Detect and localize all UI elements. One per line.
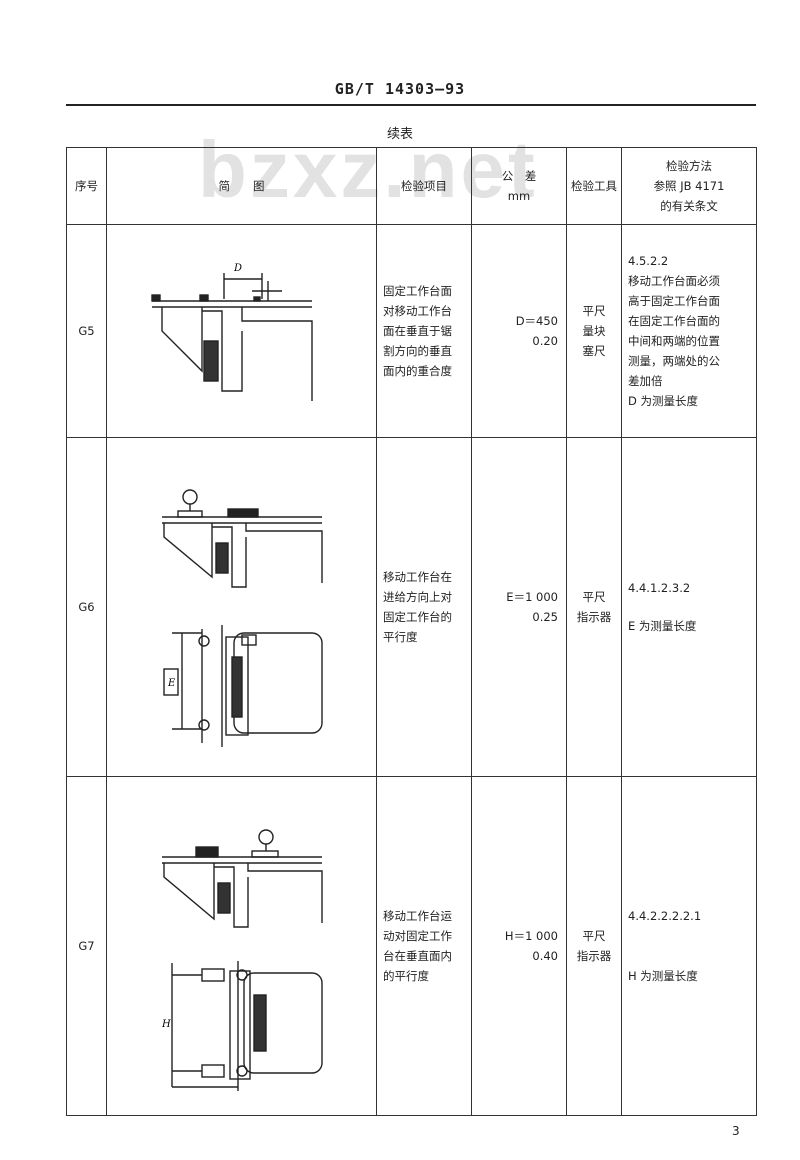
item-line: 台在垂直面内 xyxy=(383,949,452,963)
dim-label-h: H xyxy=(161,1019,171,1030)
tool-line: 指示器 xyxy=(576,610,612,624)
tool-line: 量块 xyxy=(582,323,606,338)
row-number: G7 xyxy=(66,776,107,1116)
method-line: E 为测量长度 xyxy=(628,619,697,633)
method-line: 高于固定工作台面 xyxy=(628,293,720,308)
table-row: G6 xyxy=(66,437,757,777)
tool-line: 平尺 xyxy=(582,928,606,943)
item-line: 固定工作台面 xyxy=(383,283,452,298)
tolerance-unit: mm xyxy=(507,189,531,203)
method-line: 移动工作台面必须 xyxy=(628,273,720,288)
tolerance-amount: 0.25 xyxy=(532,610,558,624)
row-number: G6 xyxy=(66,437,107,777)
method-line: 4.5.2.2 xyxy=(628,253,669,268)
sketch-g7: H xyxy=(161,829,323,1091)
item-line: 移动工作台在 xyxy=(383,569,452,584)
item-line: 对移动工作台 xyxy=(383,303,452,318)
col-header-item: 检验项目 xyxy=(376,147,472,225)
item-line: 平行度 xyxy=(383,630,418,645)
method-header-line: 的有关条文 xyxy=(660,199,718,214)
inspection-tool: 平尺 指示器 xyxy=(566,776,622,1116)
method-line: H 为测量长度 xyxy=(628,969,698,983)
table-row: G7 xyxy=(66,776,757,1116)
col-header-method: 检验方法 参照 JB 4171 的有关条文 xyxy=(621,147,757,225)
tool-line: 平尺 xyxy=(582,303,606,318)
tool-line: 平尺 xyxy=(582,589,606,604)
table-row: G5 xyxy=(66,224,757,438)
item-line: 固定工作台的 xyxy=(383,610,452,624)
method-header-line: 检验方法 xyxy=(666,158,712,173)
spacer xyxy=(628,598,750,616)
tolerance-label: 公 差 xyxy=(501,168,537,183)
row-number: G5 xyxy=(66,224,107,438)
tolerance-amount: 0.20 xyxy=(532,334,558,348)
inspection-tool: 平尺 指示器 xyxy=(566,437,622,777)
item-line: 的平行度 xyxy=(383,969,429,984)
spacer xyxy=(628,926,750,966)
inspection-item: 移动工作台在 进给方向上对 固定工作台的 平行度 xyxy=(376,437,472,777)
inspection-method: 4.4.2.2.2.2.1 H 为测量长度 xyxy=(621,776,757,1116)
sketch-g6: E xyxy=(161,489,323,747)
diagram-g7: H xyxy=(106,776,377,1116)
tolerance-value: D＝450 0.20 xyxy=(471,224,567,438)
method-line: 4.4.2.2.2.2.1 xyxy=(628,908,702,923)
header-rule xyxy=(66,104,756,106)
item-line: 动对固定工作 xyxy=(383,928,452,943)
diagram-g5: D xyxy=(106,224,377,438)
dim-label-d: D xyxy=(233,263,242,274)
tolerance-value: H＝1 000 0.40 xyxy=(471,776,567,1116)
tolerance-length: D＝450 xyxy=(515,313,558,328)
item-line: 面内的重合度 xyxy=(383,364,452,379)
tolerance-amount: 0.40 xyxy=(532,949,558,963)
tolerance-value: E＝1 000 0.25 xyxy=(471,437,567,777)
method-line: 4.4.1.2.3.2 xyxy=(628,580,691,595)
tool-line: 指示器 xyxy=(576,949,612,963)
method-line: 在固定工作台面的 xyxy=(628,313,720,328)
method-line: 测量，两端处的公 xyxy=(628,354,720,369)
item-line: 面在垂直于锯 xyxy=(383,323,452,338)
col-header-tool: 检验工具 xyxy=(566,147,622,225)
item-line: 割方向的垂直 xyxy=(383,344,452,359)
standard-number: GB/T 14303—93 xyxy=(334,80,466,98)
inspection-method: 4.4.1.2.3.2 E 为测量长度 xyxy=(621,437,757,777)
inspection-item: 移动工作台运 动对固定工作 台在垂直面内 的平行度 xyxy=(376,776,472,1116)
page-number: 3 xyxy=(732,1124,740,1138)
item-line: 移动工作台运 xyxy=(383,908,452,923)
diagram-g6: E xyxy=(106,437,377,777)
item-line: 进给方向上对 xyxy=(383,589,452,604)
table-caption: 续表 xyxy=(386,127,413,142)
sketch-g5: D xyxy=(150,263,313,401)
method-line: 中间和两端的位置 xyxy=(628,334,720,348)
tolerance-length: H＝1 000 xyxy=(504,928,558,943)
col-header-diagram: 简 图 xyxy=(106,147,377,225)
table-header-row: 序号 简 图 检验项目 公 差 mm 检验工具 检验方法 参照 JB 4171 … xyxy=(66,147,757,225)
col-header-tolerance: 公 差 mm xyxy=(471,147,567,225)
tool-line: 塞尺 xyxy=(582,344,606,359)
method-header-line: 参照 JB 4171 xyxy=(653,178,725,193)
dim-label-e: E xyxy=(167,678,176,689)
inspection-tool: 平尺 量块 塞尺 xyxy=(566,224,622,438)
inspection-method: 4.5.2.2 移动工作台面必须 高于固定工作台面 在固定工作台面的 中间和两端… xyxy=(621,224,757,438)
method-line: 差加倍 xyxy=(628,374,663,389)
method-line: D 为测量长度 xyxy=(628,394,699,409)
inspection-item: 固定工作台面 对移动工作台 面在垂直于锯 割方向的垂直 面内的重合度 xyxy=(376,224,472,438)
tolerance-length: E＝1 000 xyxy=(506,589,558,604)
inspection-table: 序号 简 图 检验项目 公 差 mm 检验工具 检验方法 参照 JB 4171 … xyxy=(66,147,757,1116)
col-header-no: 序号 xyxy=(66,147,107,225)
